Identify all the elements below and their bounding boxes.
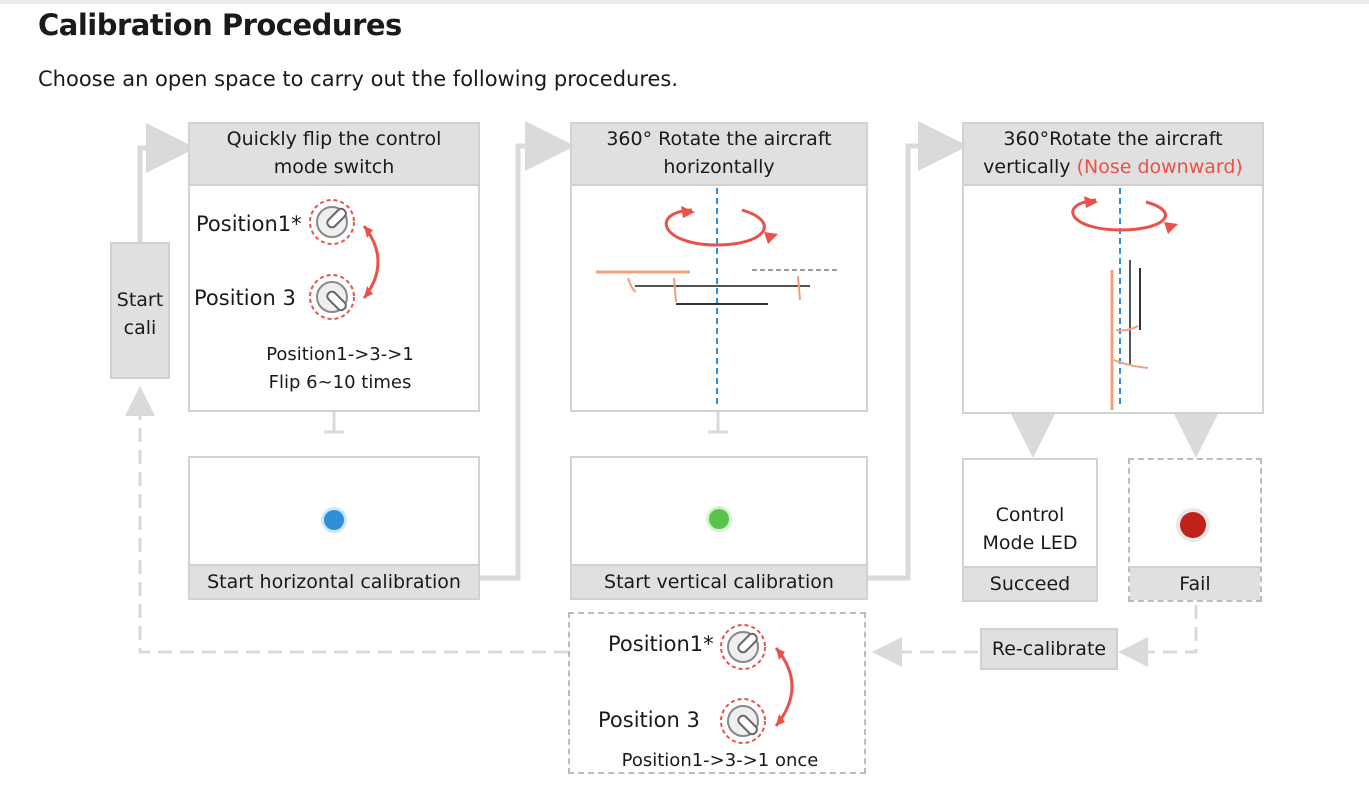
- start-label-line1: Start: [116, 289, 164, 311]
- recal-note: Position1->3->1 once: [621, 750, 819, 771]
- switch-position3-icon: [309, 274, 355, 320]
- red-led-icon: [1180, 512, 1206, 538]
- fail-label: Fail: [1130, 566, 1260, 600]
- arrow-horizontal-to-rotate: [480, 121, 575, 581]
- recal-switch-position1-icon: [720, 624, 766, 670]
- start-cali-box: Start cali: [110, 242, 170, 379]
- control-mode-led-line1: Control: [995, 504, 1065, 526]
- fail-box: Fail: [1128, 458, 1262, 602]
- flip-note-line2: Flip 6~10 times: [268, 372, 412, 393]
- arrow-back-to-start: [125, 386, 568, 654]
- arrow-start-to-flip: [137, 123, 196, 242]
- rotate-horizontal-step: 360° Rotate the aircraft horizontally: [570, 122, 868, 412]
- start-label-line2: cali: [123, 317, 157, 339]
- start-vertical-label: Start vertical calibration: [572, 564, 866, 598]
- position1-label: Position1*: [196, 212, 302, 236]
- control-mode-led-line2: Mode LED: [982, 532, 1078, 554]
- recalibrate-switch-box: Position1* Position 3 Position1->3->1 on…: [568, 612, 866, 774]
- top-rule: [0, 0, 1369, 4]
- flip-switch-header: Quickly flip the control mode switch: [190, 124, 478, 186]
- green-led-icon: [709, 509, 729, 529]
- vertical-calibration-status: Start vertical calibration: [570, 456, 868, 600]
- blue-led-icon: [324, 510, 344, 530]
- rotate-horizontal-header: 360° Rotate the aircraft horizontally: [572, 124, 866, 186]
- start-horizontal-label: Start horizontal calibration: [190, 564, 478, 598]
- recal-switch-position3-icon: [720, 698, 766, 744]
- recal-position1-label: Position1*: [608, 632, 714, 656]
- page-title: Calibration Procedures: [38, 8, 402, 42]
- page-subtitle: Choose an open space to carry out the fo…: [38, 67, 679, 91]
- flip-note-line1: Position1->3->1: [266, 344, 414, 365]
- switch-position1-icon: [309, 199, 355, 245]
- arrow-vertical-to-rotate: [868, 121, 968, 581]
- position3-label: Position 3: [194, 286, 296, 310]
- arrow-fail-to-recalibrate: [1118, 605, 1198, 667]
- recalibrate-box: Re-calibrate: [980, 628, 1118, 670]
- rotate-vertical-step: 360°Rotate the aircraft vertically (Nose…: [962, 122, 1264, 414]
- succeed-box: Control Mode LED Succeed: [962, 458, 1098, 602]
- succeed-label: Succeed: [964, 566, 1096, 600]
- recalibrate-label: Re-calibrate: [991, 638, 1107, 660]
- rotate-vertical-header: 360°Rotate the aircraft vertically (Nose…: [964, 124, 1262, 186]
- recal-position3-label: Position 3: [598, 708, 700, 732]
- flip-switch-step: Quickly flip the control mode switch Pos…: [188, 122, 480, 412]
